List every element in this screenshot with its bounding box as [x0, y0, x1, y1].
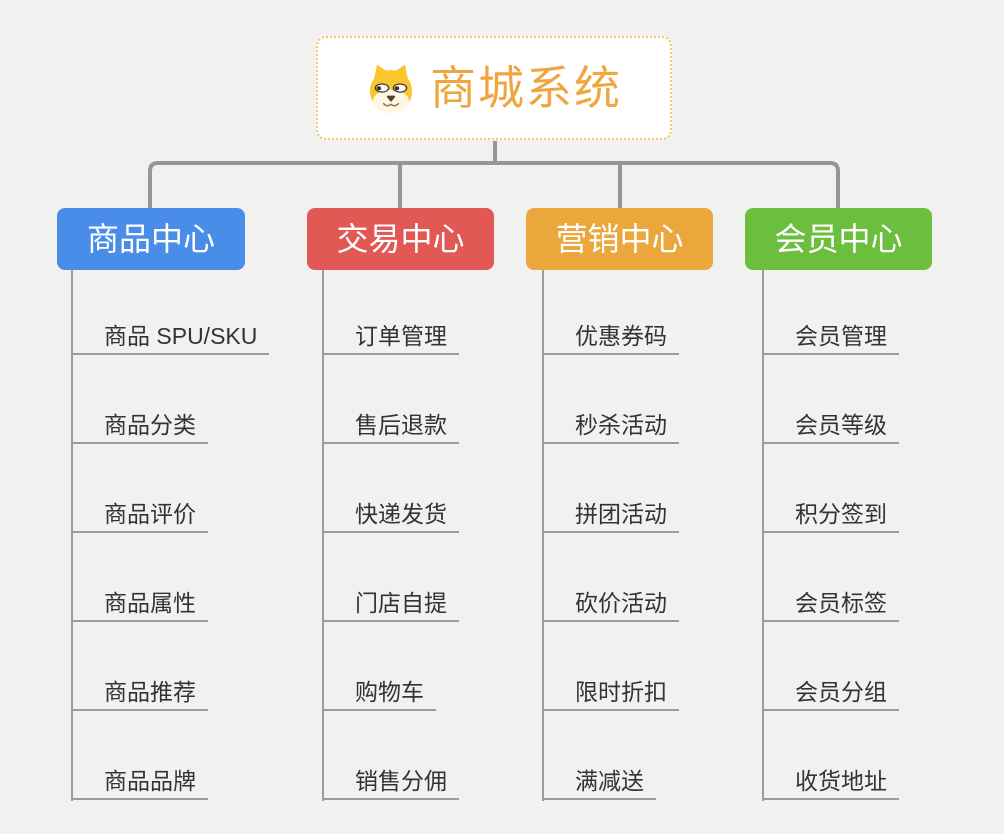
leaf-node-product-category[interactable]: 商品分类 — [71, 408, 208, 444]
leaf-node-aftersale-refund[interactable]: 售后退款 — [322, 408, 459, 444]
leaf-node-member-management[interactable]: 会员管理 — [762, 319, 899, 355]
leaf-node-product-review[interactable]: 商品评价 — [71, 497, 208, 533]
leaf-node-order-management[interactable]: 订单管理 — [322, 319, 459, 355]
leaf-node-member-group[interactable]: 会员分组 — [762, 675, 899, 711]
leaf-node-shopping-cart[interactable]: 购物车 — [322, 675, 436, 711]
leaf-node-product-attribute[interactable]: 商品属性 — [71, 586, 208, 622]
leaf-node-product-recommend[interactable]: 商品推荐 — [71, 675, 208, 711]
leaf-node-full-reduction[interactable]: 满减送 — [542, 764, 656, 800]
leaf-node-coupon-code[interactable]: 优惠券码 — [542, 319, 679, 355]
leaf-node-limited-time-discount[interactable]: 限时折扣 — [542, 675, 679, 711]
leaf-node-group-buy[interactable]: 拼团活动 — [542, 497, 679, 533]
column-trunk-line-2 — [322, 270, 324, 801]
root-title: 商城系统 — [430, 62, 622, 114]
column-trunk-line-1 — [71, 270, 73, 801]
column-trunk-line-4 — [762, 270, 764, 801]
column-trunk-line-3 — [542, 270, 544, 801]
leaf-node-member-tag[interactable]: 会员标签 — [762, 586, 899, 622]
root-node[interactable]: 商城系统 — [316, 36, 672, 140]
shiba-dog-icon — [369, 64, 413, 113]
leaf-node-points-checkin[interactable]: 积分签到 — [762, 497, 899, 533]
branch-node-product-center[interactable]: 商品中心 — [57, 208, 245, 270]
branch-node-trade-center[interactable]: 交易中心 — [307, 208, 494, 270]
leaf-node-flash-sale[interactable]: 秒杀活动 — [542, 408, 679, 444]
leaf-node-product-brand[interactable]: 商品品牌 — [71, 764, 208, 800]
branch-node-marketing-center[interactable]: 营销中心 — [526, 208, 713, 270]
leaf-node-member-level[interactable]: 会员等级 — [762, 408, 899, 444]
leaf-node-shipping-address[interactable]: 收货地址 — [762, 764, 899, 800]
leaf-node-bargain-activity[interactable]: 砍价活动 — [542, 586, 679, 622]
leaf-node-store-pickup[interactable]: 门店自提 — [322, 586, 459, 622]
leaf-node-product-spu-sku[interactable]: 商品 SPU/SKU — [71, 319, 270, 355]
page-bottom-strip — [0, 834, 1004, 840]
leaf-node-express-delivery[interactable]: 快递发货 — [322, 497, 459, 533]
leaf-node-sales-commission[interactable]: 销售分佣 — [322, 764, 459, 800]
branch-node-member-center[interactable]: 会员中心 — [745, 208, 932, 270]
branch-spine-line — [148, 161, 840, 208]
